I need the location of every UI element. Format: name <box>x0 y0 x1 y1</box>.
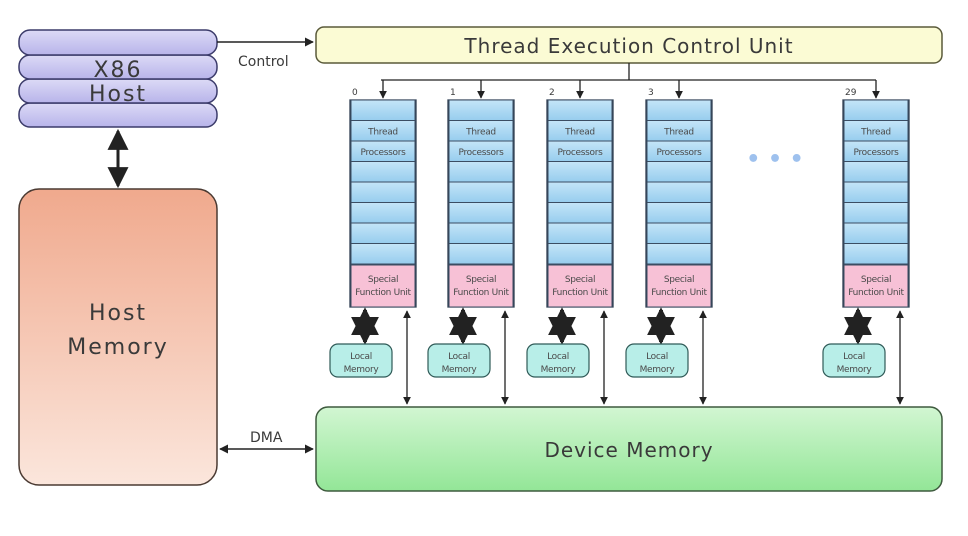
thread-label: Thread <box>860 128 891 138</box>
thread-processor-cell <box>448 202 514 224</box>
processor-index-label: 2 <box>549 88 555 98</box>
thread-processor-cell <box>843 222 909 244</box>
special-function-label-line1: Special <box>466 275 496 285</box>
processors-label: Processors <box>360 148 406 158</box>
host-label-line2: Host <box>89 82 147 107</box>
control-distribution-bus <box>381 63 876 81</box>
x86-host: X86 Host <box>18 29 218 128</box>
thread-processor-cell <box>547 181 613 203</box>
local-memory <box>625 343 689 378</box>
special-function-unit <box>843 264 909 308</box>
thread-processor-cell <box>843 202 909 224</box>
thread-processor-cell <box>646 222 712 244</box>
special-function-label-line2: Function Unit <box>453 288 509 298</box>
thread-label: Thread <box>663 128 694 138</box>
local-memory-label-line2: Memory <box>837 365 873 375</box>
thread-processor-cell <box>646 243 712 265</box>
device-memory: Device Memory <box>315 406 943 492</box>
thread-execution-control-unit: Thread Execution Control Unit <box>315 26 943 64</box>
processor-index-label: 1 <box>450 88 456 98</box>
thread-processor-cell <box>448 161 514 183</box>
thread-processor-cell <box>843 99 909 121</box>
thread-processor-cell <box>350 243 416 265</box>
thread-processor-cell <box>843 243 909 265</box>
tecu-label: Thread Execution Control Unit <box>463 34 793 58</box>
thread-processor-cell <box>547 222 613 244</box>
thread-processor-cell <box>843 161 909 183</box>
special-function-label-line2: Function Unit <box>848 288 904 298</box>
thread-label: Thread <box>465 128 496 138</box>
special-function-unit <box>448 264 514 308</box>
local-memory <box>822 343 886 378</box>
host-memory: Host Memory <box>18 188 218 486</box>
processor-index-label: 3 <box>648 88 654 98</box>
local-memory <box>329 343 393 378</box>
thread-processor-cell <box>350 161 416 183</box>
special-function-label-line2: Function Unit <box>651 288 707 298</box>
special-function-label-line1: Special <box>861 275 891 285</box>
host-memory-label-line1: Host <box>89 301 147 326</box>
processor-index-label: 29 <box>845 88 857 98</box>
thread-processor-cell <box>448 99 514 121</box>
thread-processor-cell <box>448 222 514 244</box>
special-function-unit <box>350 264 416 308</box>
special-function-label-line1: Special <box>368 275 398 285</box>
thread-label: Thread <box>564 128 595 138</box>
local-memory-label-line1: Local <box>547 352 569 362</box>
thread-processor-cell <box>547 161 613 183</box>
host-memory-label-line2: Memory <box>67 335 168 360</box>
local-memory <box>427 343 491 378</box>
thread-label: Thread <box>367 128 398 138</box>
thread-processor-cell <box>350 181 416 203</box>
local-memory-label-line2: Memory <box>344 365 380 375</box>
special-function-label-line2: Function Unit <box>355 288 411 298</box>
special-function-unit <box>646 264 712 308</box>
local-memory-label-line1: Local <box>843 352 865 362</box>
thread-processor-cell <box>547 202 613 224</box>
processors-label: Processors <box>853 148 899 158</box>
processor-index-label: 0 <box>352 88 358 98</box>
processors-label: Processors <box>656 148 702 158</box>
special-function-unit <box>547 264 613 308</box>
device-memory-label: Device Memory <box>544 438 713 462</box>
local-memory <box>526 343 590 378</box>
thread-processor-cell <box>350 99 416 121</box>
local-memory-label-line1: Local <box>350 352 372 362</box>
host-label-line1: X86 <box>93 58 142 83</box>
thread-processor-cell <box>350 202 416 224</box>
more-processors-ellipsis: • • • <box>746 147 804 172</box>
local-memory-label-line2: Memory <box>442 365 478 375</box>
local-memory-label-line1: Local <box>646 352 668 362</box>
control-label: Control <box>238 54 289 70</box>
processors-label: Processors <box>557 148 603 158</box>
thread-processor-cell <box>646 161 712 183</box>
thread-processor-cell <box>646 181 712 203</box>
thread-processor-cell <box>448 181 514 203</box>
thread-processor-cell <box>547 99 613 121</box>
thread-processor-cell <box>350 222 416 244</box>
dma-label: DMA <box>250 430 283 446</box>
thread-processor-cell <box>646 99 712 121</box>
thread-processor-cell <box>646 202 712 224</box>
special-function-label-line2: Function Unit <box>552 288 608 298</box>
processors-label: Processors <box>458 148 504 158</box>
local-memory-label-line1: Local <box>448 352 470 362</box>
thread-processor-cell <box>547 243 613 265</box>
local-memory-label-line2: Memory <box>640 365 676 375</box>
local-memory-label-line2: Memory <box>541 365 577 375</box>
special-function-label-line1: Special <box>565 275 595 285</box>
special-function-label-line1: Special <box>664 275 694 285</box>
thread-processor-cell <box>843 181 909 203</box>
thread-processor-cell <box>448 243 514 265</box>
